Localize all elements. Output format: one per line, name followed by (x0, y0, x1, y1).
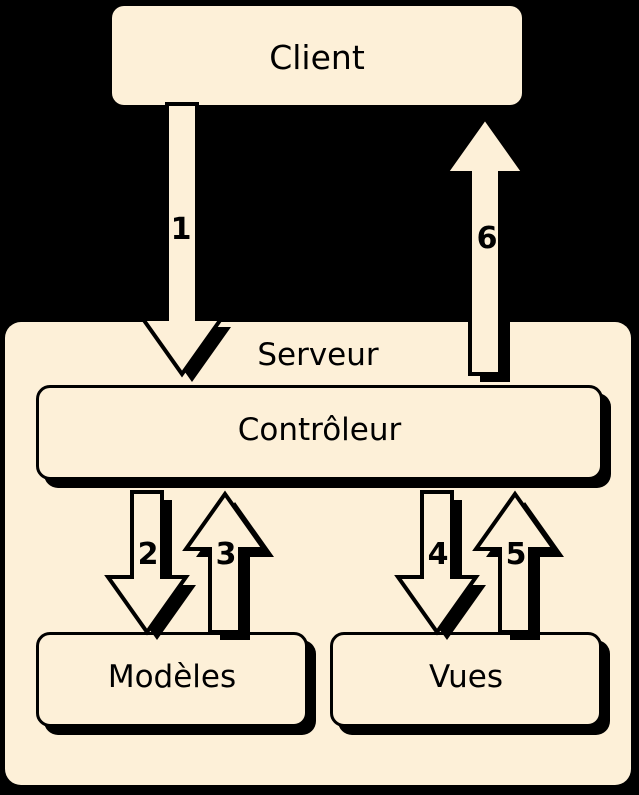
arrow-4-controleur-to-vues[interactable]: 4 (383, 490, 493, 652)
arrow-6-label: 6 (476, 221, 498, 256)
arrow-1-client-to-controleur[interactable]: 1 (126, 102, 236, 389)
arrow-1-shape (139, 102, 225, 378)
arrow-5-vues-to-controleur[interactable]: 5 (461, 490, 571, 652)
client-box[interactable]: Client (112, 6, 522, 105)
arrow-5-shape (472, 490, 558, 634)
serveur-label: Serveur (257, 337, 379, 373)
arrow-6-shape (442, 114, 528, 376)
modeles-box[interactable]: Modèles (36, 632, 308, 727)
arrow-5-label: 5 (505, 537, 527, 572)
arrow-1-label: 1 (170, 212, 192, 247)
arrow-3-shape (182, 490, 268, 634)
arrow-3-modeles-to-controleur[interactable]: 3 (171, 490, 281, 652)
arrow-2-label: 2 (137, 537, 159, 572)
client-label: Client (269, 38, 365, 77)
modeles-label: Modèles (107, 659, 237, 695)
arrow-4-label: 4 (427, 537, 449, 572)
arrow-3-label: 3 (215, 537, 237, 572)
arrow-2-shape (104, 490, 190, 636)
controleur-label: Contrôleur (237, 412, 402, 448)
arrow-4-shape (394, 490, 480, 636)
vues-box[interactable]: Vues (330, 632, 602, 727)
controleur-box[interactable]: Contrôleur (36, 385, 603, 480)
arrow-2-controleur-to-modeles[interactable]: 2 (93, 490, 203, 652)
vues-label: Vues (429, 659, 503, 695)
arrow-6-controleur-to-client[interactable]: 6 (432, 114, 542, 391)
